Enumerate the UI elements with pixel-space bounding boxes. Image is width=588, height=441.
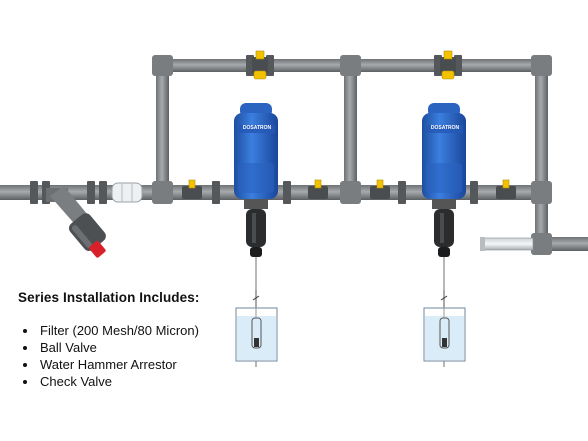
water-hammer-arrestor	[111, 182, 143, 203]
includes-list: Filter (200 Mesh/80 Micron) Ball Valve W…	[20, 322, 199, 390]
section-title: Series Installation Includes:	[18, 290, 200, 305]
filter-icon	[46, 186, 106, 258]
pipe-couplings	[30, 55, 478, 204]
brand-label: DOSATRON	[431, 125, 460, 131]
list-item: Water Hammer Arrestor	[38, 356, 199, 373]
suction-tank-icon	[423, 290, 466, 362]
ball-valve-icon	[182, 50, 516, 199]
outlet-nozzle	[480, 237, 534, 251]
brand-label: DOSATRON	[243, 125, 272, 131]
bypass-pipe-loop	[152, 55, 588, 255]
list-item: Check Valve	[38, 373, 199, 390]
list-item: Ball Valve	[38, 339, 199, 356]
dispenser-icon: DOSATRON	[422, 103, 466, 367]
list-item: Filter (200 Mesh/80 Micron)	[38, 322, 199, 339]
suction-tank-icon	[235, 290, 278, 362]
